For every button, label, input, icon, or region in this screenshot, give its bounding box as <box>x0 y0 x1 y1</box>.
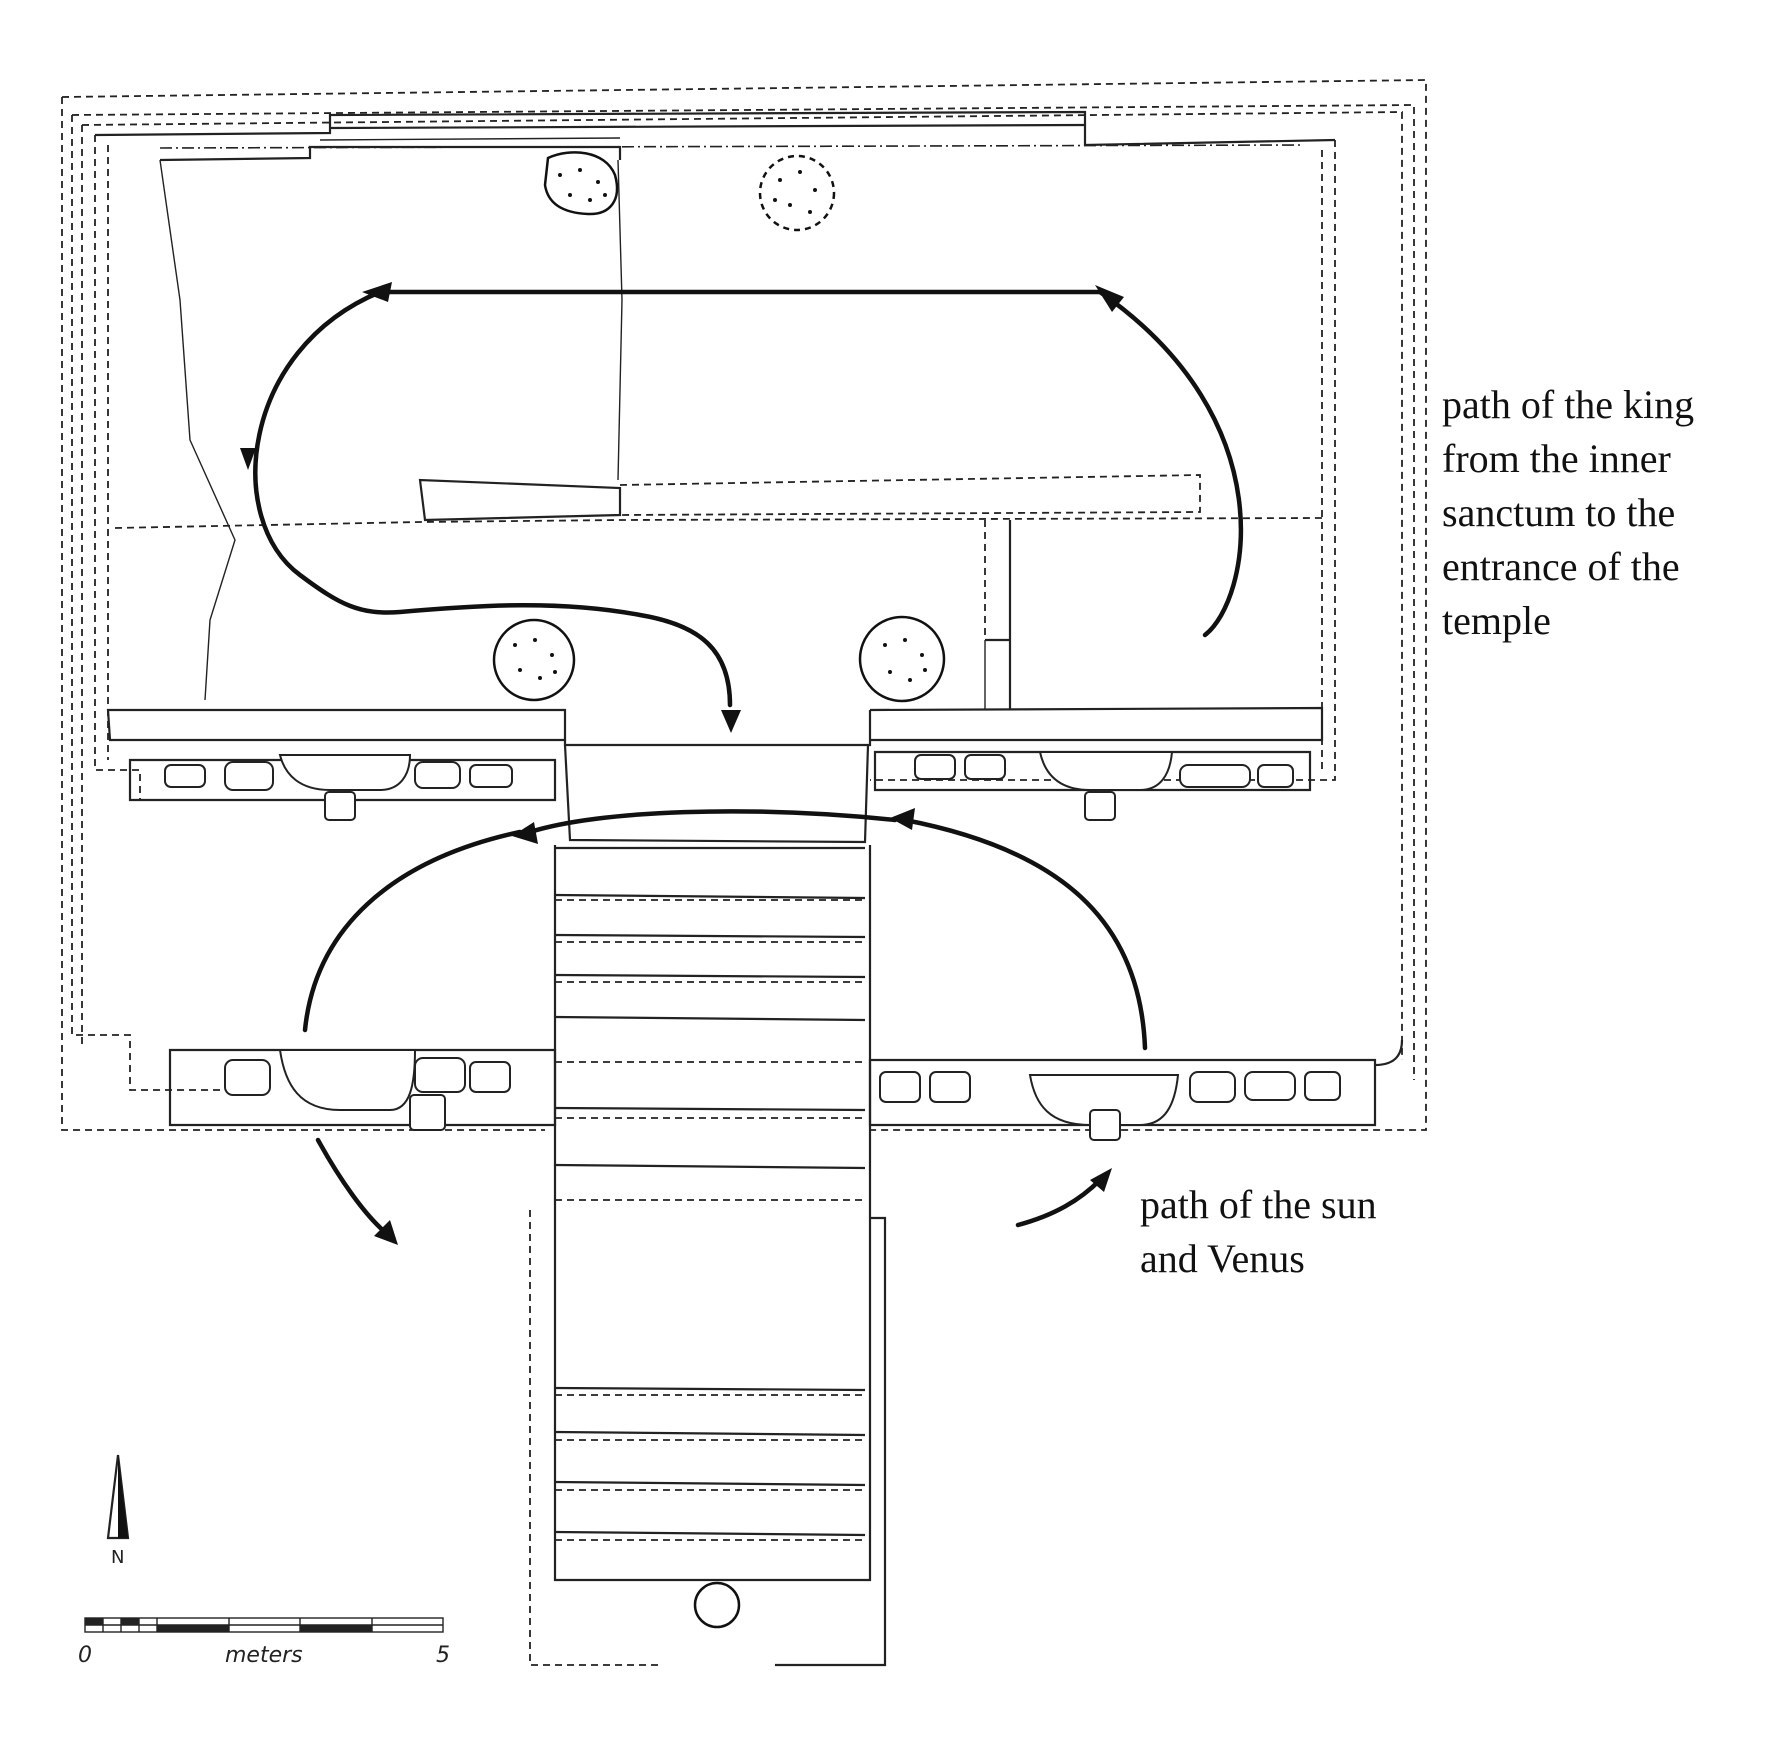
scale-end-label: 5 <box>436 1643 450 1668</box>
sun-path-arc-right <box>902 817 1148 1051</box>
stairway <box>529 845 887 1667</box>
temple-walls <box>94 110 1336 844</box>
scale-bar: 0 meters 5 <box>78 1617 450 1668</box>
column-top-left <box>543 151 619 216</box>
column-top-right-dotted <box>758 154 836 232</box>
sun-path-descent <box>315 1137 388 1235</box>
column-bottom-left <box>492 618 576 702</box>
sun-venus-path-arrows <box>302 808 1148 1245</box>
king-path-right-loop <box>1097 289 1244 638</box>
lower-facade-sculpture <box>168 1039 1404 1141</box>
sun-path-arc-left <box>527 809 898 835</box>
north-arrow-letter: N <box>111 1547 124 1568</box>
king-path-arrowhead-top-right <box>1095 285 1124 312</box>
sun-path-arrowhead-ascent <box>1090 1168 1112 1192</box>
scale-unit-label: meters <box>225 1643 303 1668</box>
sun-path-arrowhead-right <box>890 808 915 830</box>
column-bottom-right <box>858 615 946 703</box>
king-path-arrows <box>240 282 1244 733</box>
king-path-label: path of the king from the inner sanctum … <box>1442 382 1695 643</box>
sun-path-arc-lower-left <box>302 829 523 1033</box>
sun-path-ascent <box>1015 1177 1103 1228</box>
sun-path-arrowhead-descent <box>374 1220 398 1245</box>
king-path-arrowhead-door <box>721 710 741 733</box>
sun-venus-path-label: path of the sun and Venus <box>1140 1182 1377 1281</box>
outer-platform-outline <box>61 79 1427 1131</box>
scale-start-label: 0 <box>78 1643 92 1668</box>
north-arrow: N <box>106 1454 130 1568</box>
column-stipple <box>513 168 927 682</box>
upper-facade-sculpture <box>128 750 1312 821</box>
sun-path-arrowhead-left <box>512 822 538 844</box>
king-path-left-loop <box>253 289 733 708</box>
